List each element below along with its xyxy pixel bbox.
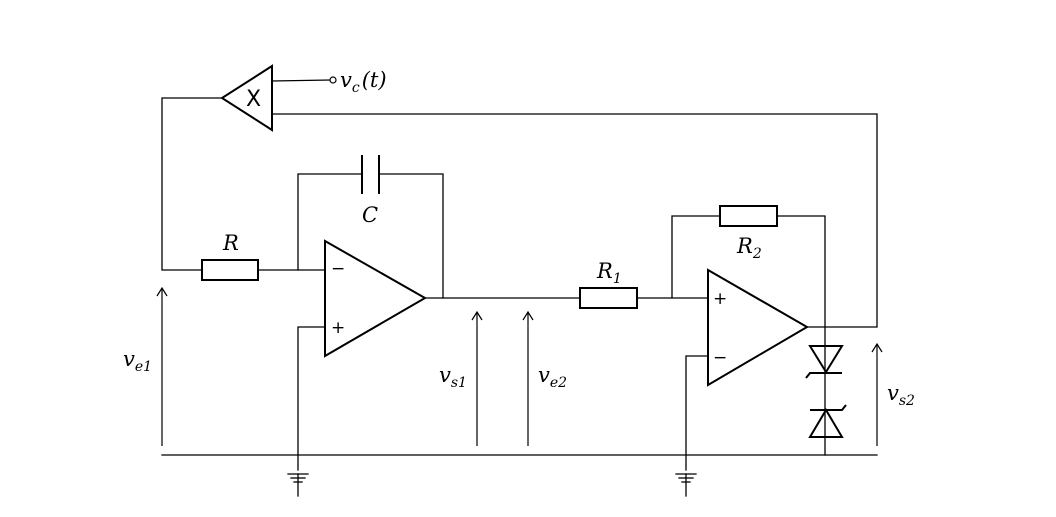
wire-comparator-minus-ground [685,355,709,471]
control-voltage-label: vc(t) [340,68,387,96]
capacitor-c [361,155,380,194]
resistor-r [201,259,259,281]
wire-cap-feedback-right [378,173,444,299]
comparator-opamp: + − [707,268,809,387]
voltage-vs2-label: vs2 [887,381,915,409]
multiplier-symbol: X [246,87,261,112]
wire-cap-feedback-left [297,173,363,271]
resistor-r2 [719,205,778,227]
ground-symbol-left [287,473,309,497]
integrator-triangle [324,239,428,358]
voltage-ve1-label: ve1 [123,347,152,375]
voltage-ve2-label: ve2 [538,363,567,391]
comparator-minus-sign: − [713,348,727,368]
resistor-r-label: R [222,231,239,255]
wires [161,79,878,471]
wire-output-to-multiplier [271,113,878,328]
control-input-terminal [329,76,337,84]
voltage-vs1-label: vs1 [439,363,467,391]
integrator-minus-sign: − [331,259,345,279]
capacitor-c-label: C [362,203,378,227]
resistor-r1-label: R1 [596,259,622,287]
arrow-vs2 [871,342,883,446]
multiplier-triangle [220,64,273,132]
integrator-opamp: − + [324,239,428,358]
ground-symbol-right [675,473,697,497]
comparator-triangle [707,268,809,387]
wire-r2-feedback-right [776,215,826,328]
arrow-ve1 [156,286,168,446]
resistor-r1 [579,287,638,309]
arrow-vs1 [471,310,483,446]
zener-diode-lower [808,404,847,438]
comparator-plus-sign: + [713,289,727,309]
wire-integrator-plus-ground [297,326,326,471]
wire-r2-feedback-left [671,215,721,299]
wire-multiplier-to-r [161,97,223,271]
resistor-r2-label: R2 [736,234,762,262]
integrator-plus-sign: + [331,318,345,338]
multiplier: X [220,64,273,132]
wire-control-input [271,79,331,82]
zener-diode-upper [805,345,844,379]
arrow-ve2 [522,310,534,446]
